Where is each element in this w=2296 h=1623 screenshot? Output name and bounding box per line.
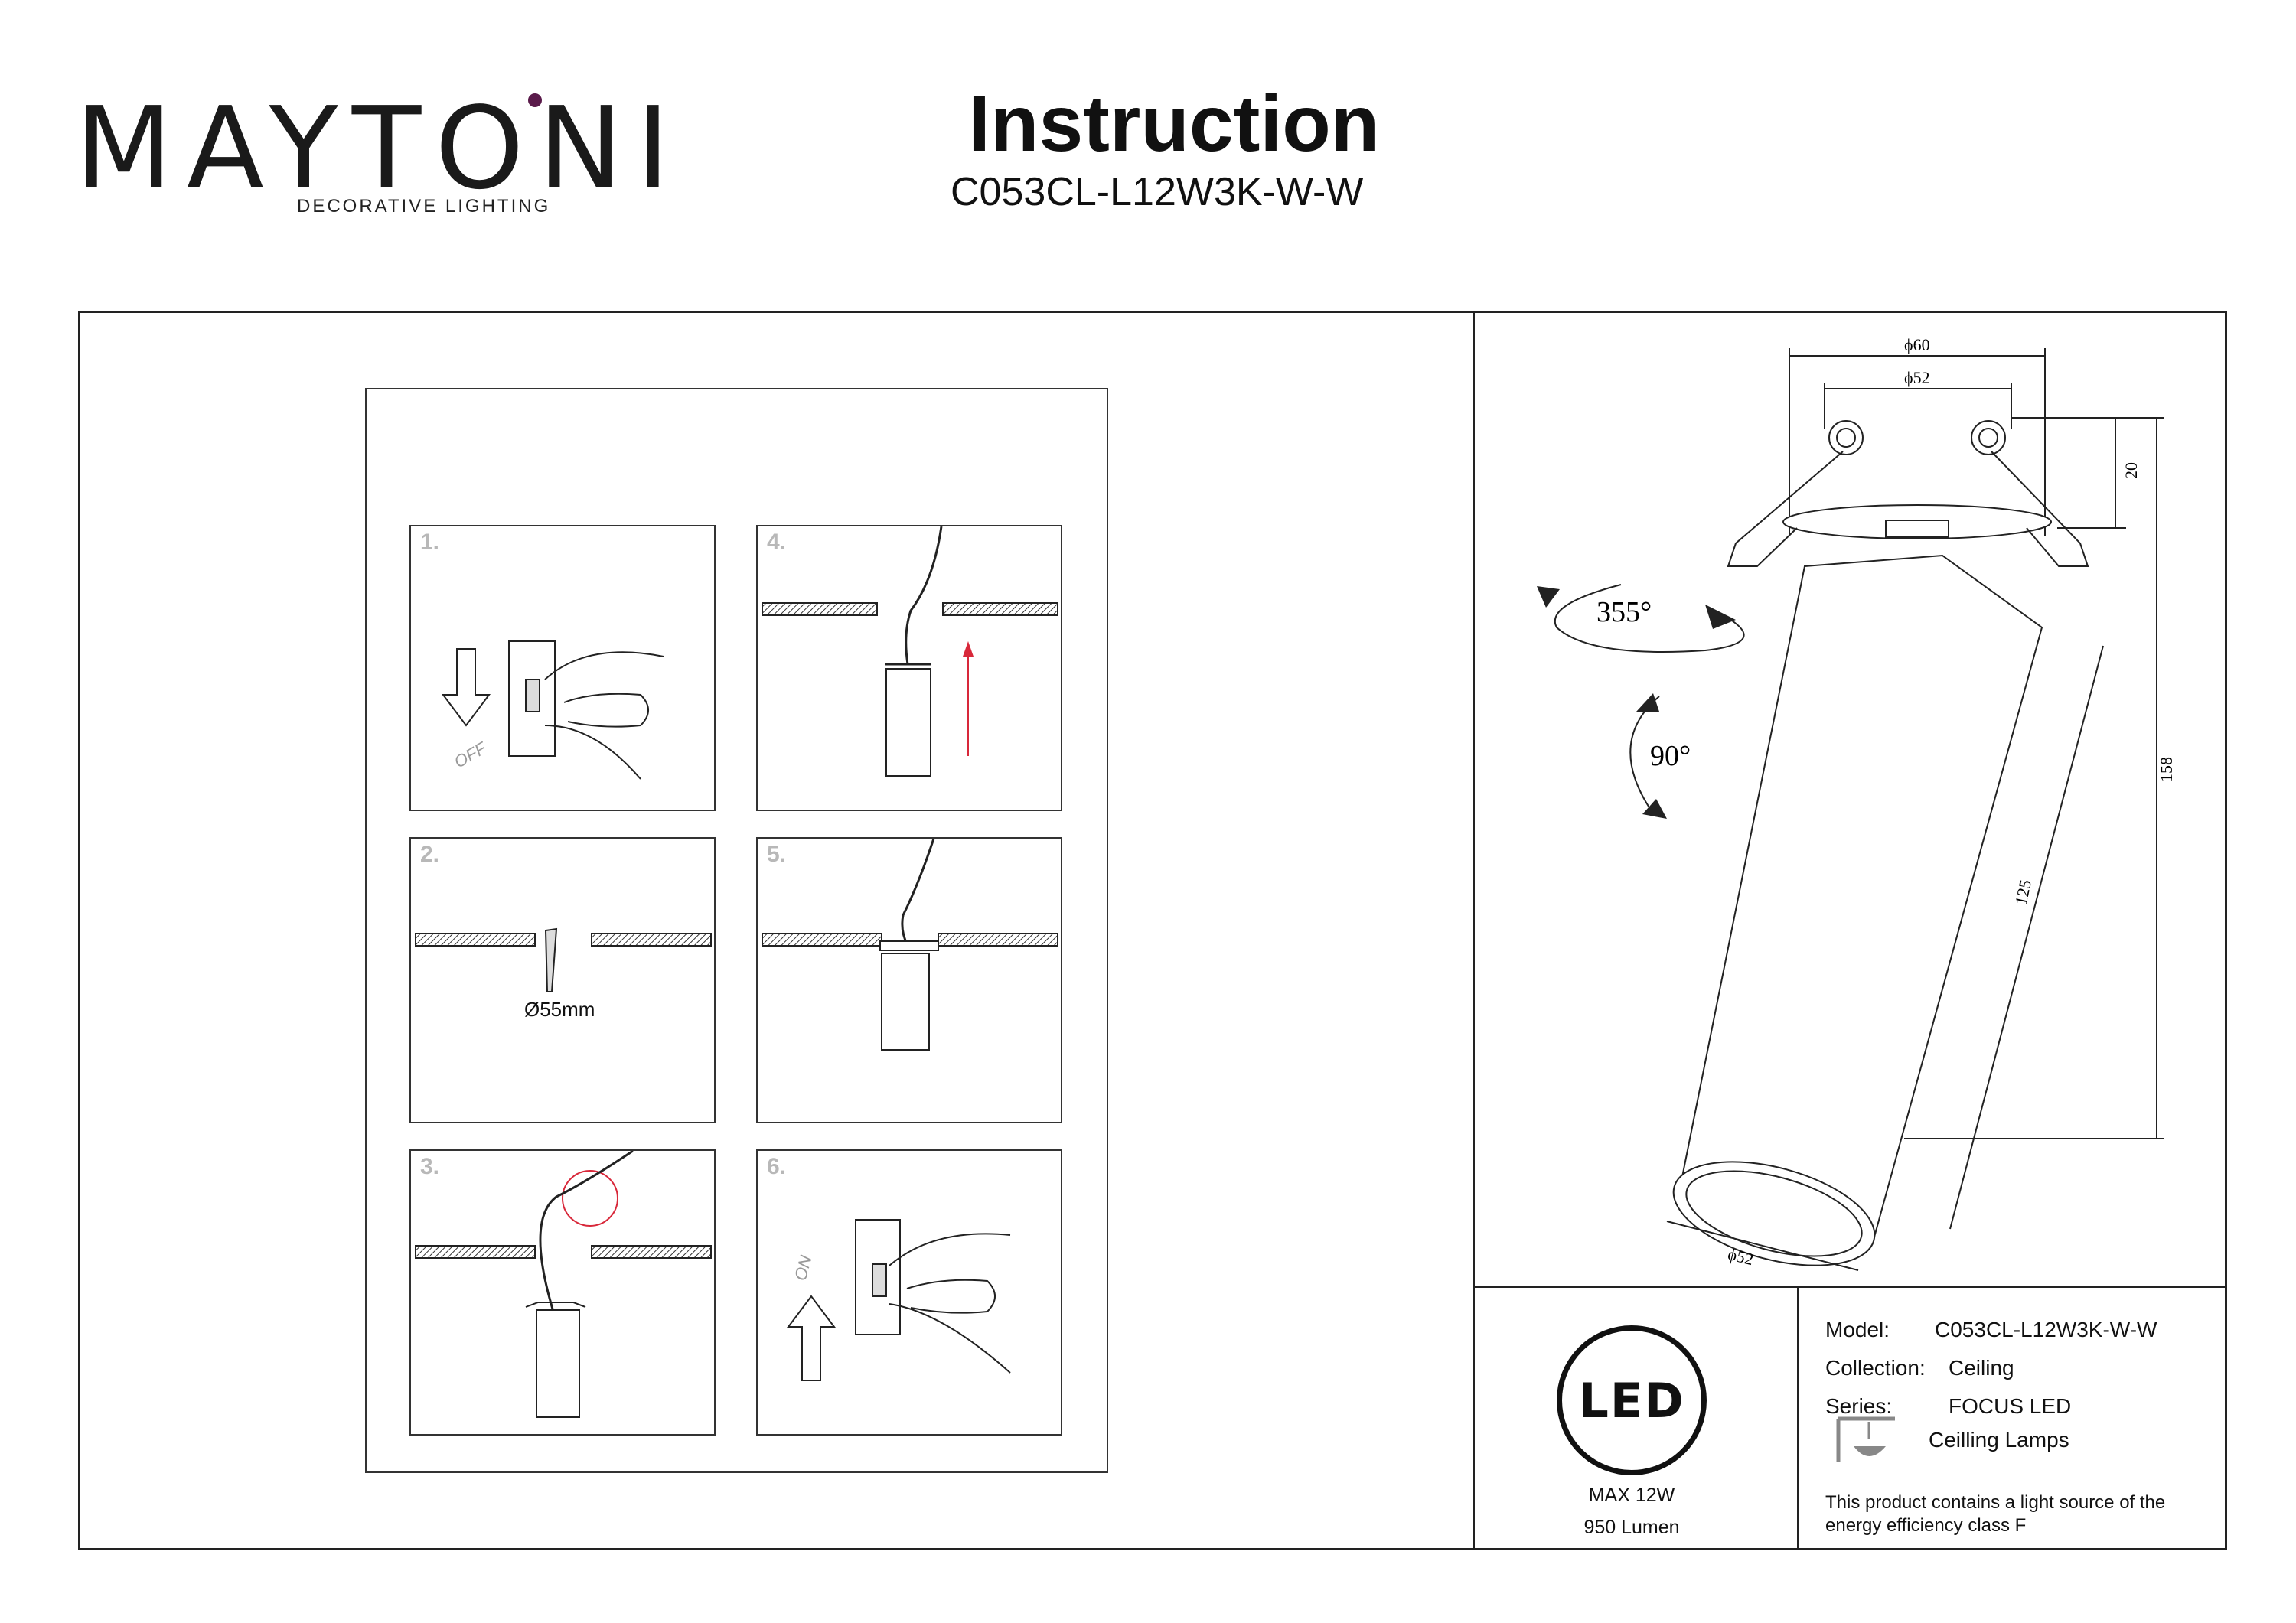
rotation-horizontal-label: 355° <box>1596 596 1652 628</box>
dim-outer-label: ϕ60 <box>1904 335 1930 354</box>
steps-panel <box>365 388 1108 1473</box>
on-label: ON <box>791 1253 816 1282</box>
step-number: 3. <box>420 1154 440 1179</box>
cutout-size-label: Ø55mm <box>524 998 595 1021</box>
spec-category: Ceilling Lamps <box>1929 1428 2069 1452</box>
dim-total-height: 158 <box>2157 757 2176 782</box>
energy-note-line2: energy efficiency class F <box>1825 1515 2027 1536</box>
frame-divider-spec <box>1797 1286 1799 1550</box>
led-badge: LED <box>1557 1325 1707 1475</box>
spec-collection-value: Ceiling <box>1949 1356 2014 1380</box>
spec-model-label: Model: <box>1825 1318 1890 1341</box>
dim-inner-label: ϕ52 <box>1904 368 1930 387</box>
mounted-illustration <box>762 838 1058 1051</box>
wiring-illustration <box>415 1149 712 1418</box>
brand-logo: MAYTONI <box>75 92 683 205</box>
energy-note-line1: This product contains a light source of … <box>1825 1492 2166 1513</box>
step-2: 2. Ø55mm <box>409 837 716 1123</box>
step-5: 5. <box>756 837 1062 1123</box>
step-number: 1. <box>420 530 440 555</box>
rotation-vertical-label: 90° <box>1650 740 1691 772</box>
switch-off-illustration: OFF <box>442 640 664 780</box>
step-number: 2. <box>420 842 440 867</box>
led-logo-text: LED <box>1578 1372 1685 1429</box>
dim-body-length: 125 <box>2011 878 2035 906</box>
ceiling-lamp-icon <box>1836 1416 1895 1462</box>
step-3: 3. <box>409 1149 716 1436</box>
ceiling-cutout-illustration <box>415 927 712 992</box>
off-label: OFF <box>451 738 491 771</box>
page-title: Instruction <box>968 80 1380 168</box>
spec-series-label: Series: <box>1825 1394 1893 1418</box>
step-number: 4. <box>767 530 787 555</box>
switch-on-illustration: ON <box>787 1219 1011 1381</box>
dimension-drawing: ϕ60 ϕ52 20 158 125 ϕ52 355° 90° <box>1537 335 2176 1271</box>
step-number: 6. <box>767 1154 787 1179</box>
spec-series-value: FOCUS LED <box>1949 1394 2072 1418</box>
page-model: C053CL-L12W3K-W-W <box>951 170 1364 214</box>
step-1: 1. OFF <box>409 525 716 811</box>
step-number: 5. <box>767 842 787 867</box>
power-label: MAX 12W <box>1588 1484 1675 1506</box>
brand-logo-dot <box>528 93 542 107</box>
insert-illustration <box>762 526 1058 777</box>
step-6: 6. ON <box>756 1149 1062 1436</box>
frame-divider-vertical <box>1473 311 1475 1550</box>
step-4: 4. <box>756 525 1062 811</box>
frame-divider-horizontal <box>1473 1286 2227 1288</box>
brand-name: MAYTONI <box>75 83 684 214</box>
dim-top-height: 20 <box>2122 462 2141 479</box>
instruction-frame <box>78 311 2227 1550</box>
spec-collection-label: Collection: <box>1825 1356 1926 1380</box>
spec-model-value: C053CL-L12W3K-W-W <box>1935 1318 2157 1341</box>
brand-tagline: DECORATIVE LIGHTING <box>297 196 551 217</box>
lumen-label: 950 Lumen <box>1583 1517 1680 1538</box>
